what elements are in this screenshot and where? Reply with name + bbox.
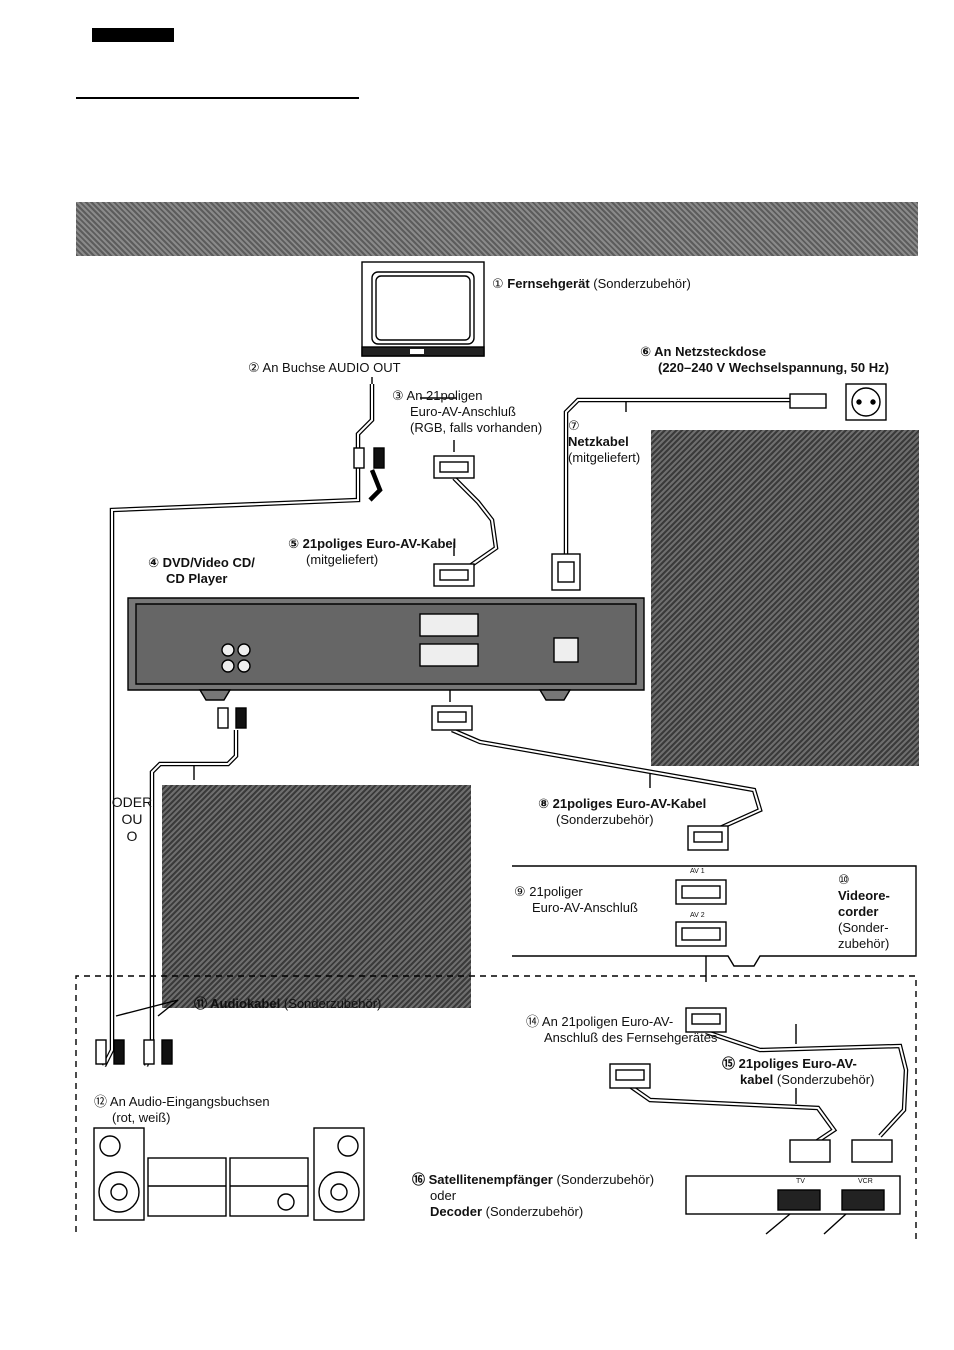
vcr-illustration <box>512 865 917 967</box>
label-scart-cable-optional-2: ⑮ 21poliges Euro-AV- kabel (Sonderzubehö… <box>722 1056 875 1087</box>
label-scart-cable-supplied: ⑤ 21poliges Euro-AV-Kabel (mitgeliefert) <box>288 536 457 567</box>
label-sat-vcr: VCR <box>858 1178 873 1185</box>
header-tab-block <box>92 28 174 42</box>
section-title-banner <box>76 202 918 256</box>
dvd-player-rear-panel <box>127 597 645 701</box>
label-dvd-player: ④ DVD/Video CD/ CD Player <box>148 555 255 586</box>
obscured-text-panel-right <box>651 430 919 766</box>
label-scart-cable-optional: ⑧ 21poliges Euro-AV-Kabel (Sonderzubehör… <box>538 796 707 827</box>
label-oder: ODER OU O <box>111 794 153 844</box>
label-audio-inputs: ⑫ An Audio-Eingangsbuchsen (rot, weiß) <box>94 1094 270 1125</box>
label-sat-tv: TV <box>796 1178 805 1185</box>
label-audio-cable: ⑪ Audiokabel (Sonderzubehör) <box>194 996 382 1011</box>
audio-system-illustration <box>93 1127 365 1221</box>
label-mains-socket: ⑥ An Netzsteckdose (220–240 V Wechselspa… <box>640 344 889 375</box>
label-euro-av-port-tv-2: ⑭ An 21poligen Euro-AV- Anschluß des Fer… <box>526 1014 718 1045</box>
label-vcr-av1: AV 1 <box>690 868 705 875</box>
label-satellite-receiver: ⑯ Satellitenempfänger (Sonderzubehör) od… <box>412 1172 655 1219</box>
satellite-receiver-illustration <box>685 1175 901 1215</box>
label-tv: ① Fernsehgerät (Sonderzubehör) <box>492 276 691 291</box>
label-power-cable: ⑦ Netzkabel (mitgeliefert) <box>568 418 641 465</box>
obscured-text-panel-left <box>162 785 471 1008</box>
label-euro-av-port-vcr: ⑨ 21poliger Euro-AV-Anschluß <box>514 884 638 915</box>
label-vcr: ⑩ Videore- corder (Sonder- zubehör) <box>838 872 890 951</box>
label-euro-av-port-tv: ③ An 21poligen Euro-AV-Anschluß (RGB, fa… <box>392 388 543 435</box>
tv-illustration <box>361 261 485 357</box>
label-vcr-av2: AV 2 <box>690 912 705 919</box>
header-rule <box>76 97 359 99</box>
label-audio-out: ② An Buchse AUDIO OUT <box>248 360 401 375</box>
